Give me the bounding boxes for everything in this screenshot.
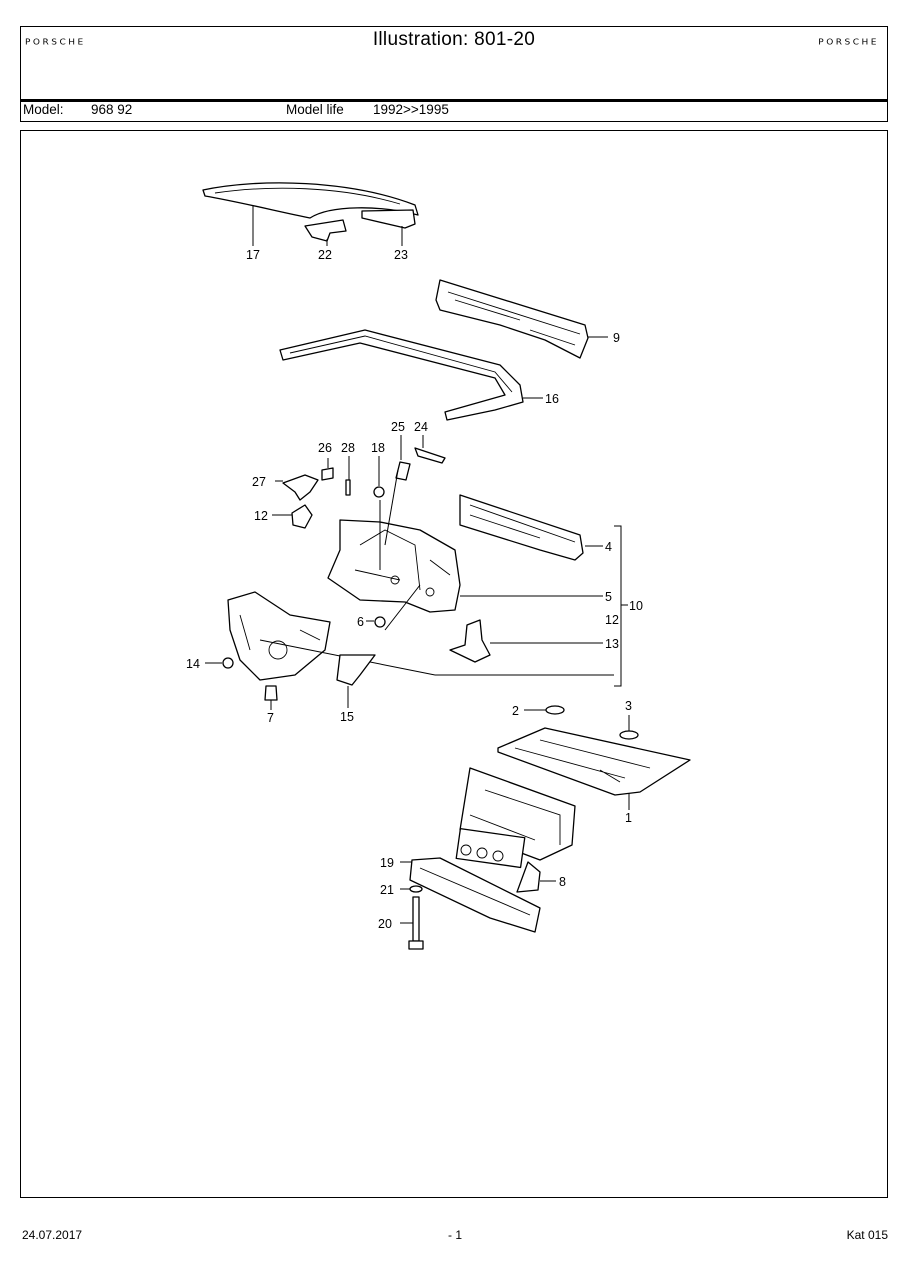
part-13-support: [449, 619, 491, 663]
footer-catalog: Kat 015: [846, 1228, 888, 1242]
callout-21: 21: [380, 883, 394, 897]
callout-12-upper: 12: [254, 509, 268, 523]
part-22-bracket: [304, 219, 347, 242]
parts-diagram-frame: 17 22 23 9 16 25 24 26 28 18 27 12 4 5 1…: [20, 130, 888, 1198]
part-6-grommet: [374, 616, 386, 628]
part-7-bumper: [264, 685, 278, 701]
part-5-rear-panel: [327, 519, 461, 613]
page-title: Illustration: 801-20: [372, 29, 536, 50]
callout-5: 5: [605, 590, 612, 604]
part-plate: [455, 828, 526, 869]
part-9-rear-crossmember: [435, 279, 589, 359]
callout-13: 13: [605, 637, 619, 651]
part-23-rail: [361, 209, 416, 229]
part-28-bolt: [345, 479, 351, 496]
model-value: 968 92: [91, 102, 133, 117]
callout-19: 19: [380, 856, 394, 870]
callout-4: 4: [605, 540, 612, 554]
part-3-plug: [619, 730, 639, 740]
part-2-plug: [545, 705, 565, 715]
part-15-bracket: [336, 654, 376, 686]
callout-22: 22: [318, 248, 332, 262]
callout-7: 7: [267, 711, 274, 725]
porsche-logo-left: PORSCHE: [25, 38, 86, 48]
part-14-clip: [222, 657, 234, 669]
callout-14: 14: [186, 657, 200, 671]
part-wheelhouse: [227, 591, 331, 681]
part-18-grommet: [373, 486, 385, 498]
parts-diagram: 17 22 23 9 16 25 24 26 28 18 27 12 4 5 1…: [186, 182, 691, 950]
callout-20: 20: [378, 917, 392, 931]
part-1-floor-panel: [497, 727, 691, 796]
part-16-windshield-frame: [279, 329, 524, 421]
model-life-label: Model life: [286, 102, 344, 117]
callout-3: 3: [625, 699, 632, 713]
callout-24: 24: [414, 420, 428, 434]
part-26-clip: [321, 467, 334, 481]
model-life-value: 1992>>1995: [373, 102, 449, 117]
callout-15: 15: [340, 710, 354, 724]
callout-12-lower: 12: [605, 613, 619, 627]
callout-9: 9: [613, 331, 620, 345]
callout-28: 28: [341, 441, 355, 455]
part-8-bracket: [516, 861, 541, 893]
footer-date: 24.07.2017: [22, 1228, 83, 1242]
callout-1: 1: [625, 811, 632, 825]
callout-23: 23: [394, 248, 408, 262]
porsche-logo-right: PORSCHE: [818, 38, 879, 48]
callout-8: 8: [559, 875, 566, 889]
model-info-row: Model: 968 92 Model life 1992>>1995: [21, 101, 887, 121]
part-20-bolt-head: [408, 940, 424, 950]
callout-2: 2: [512, 704, 519, 718]
part-21-washer: [409, 885, 423, 893]
callout-17: 17: [246, 248, 260, 262]
callout-6: 6: [357, 615, 364, 629]
callout-10: 10: [629, 599, 643, 613]
callout-18: 18: [371, 441, 385, 455]
callout-25: 25: [391, 420, 405, 434]
callout-27: 27: [252, 475, 266, 489]
model-label: Model:: [23, 102, 64, 117]
header-divider: [21, 99, 887, 102]
header-box: PORSCHE Illustration: 801-20 PORSCHE Mod…: [20, 26, 888, 122]
part-20-bolt: [412, 896, 420, 942]
callout-16: 16: [545, 392, 559, 406]
callout-26: 26: [318, 441, 332, 455]
part-17-roof-panel: [202, 182, 419, 219]
part-12-bracket-upper: [291, 504, 313, 529]
footer-page-number: - 1: [447, 1228, 462, 1242]
part-4-crossmember: [459, 494, 584, 561]
part-24-bracket: [414, 447, 446, 464]
part-crossmember-lower: [409, 857, 541, 933]
part-27-bracket: [282, 474, 319, 501]
